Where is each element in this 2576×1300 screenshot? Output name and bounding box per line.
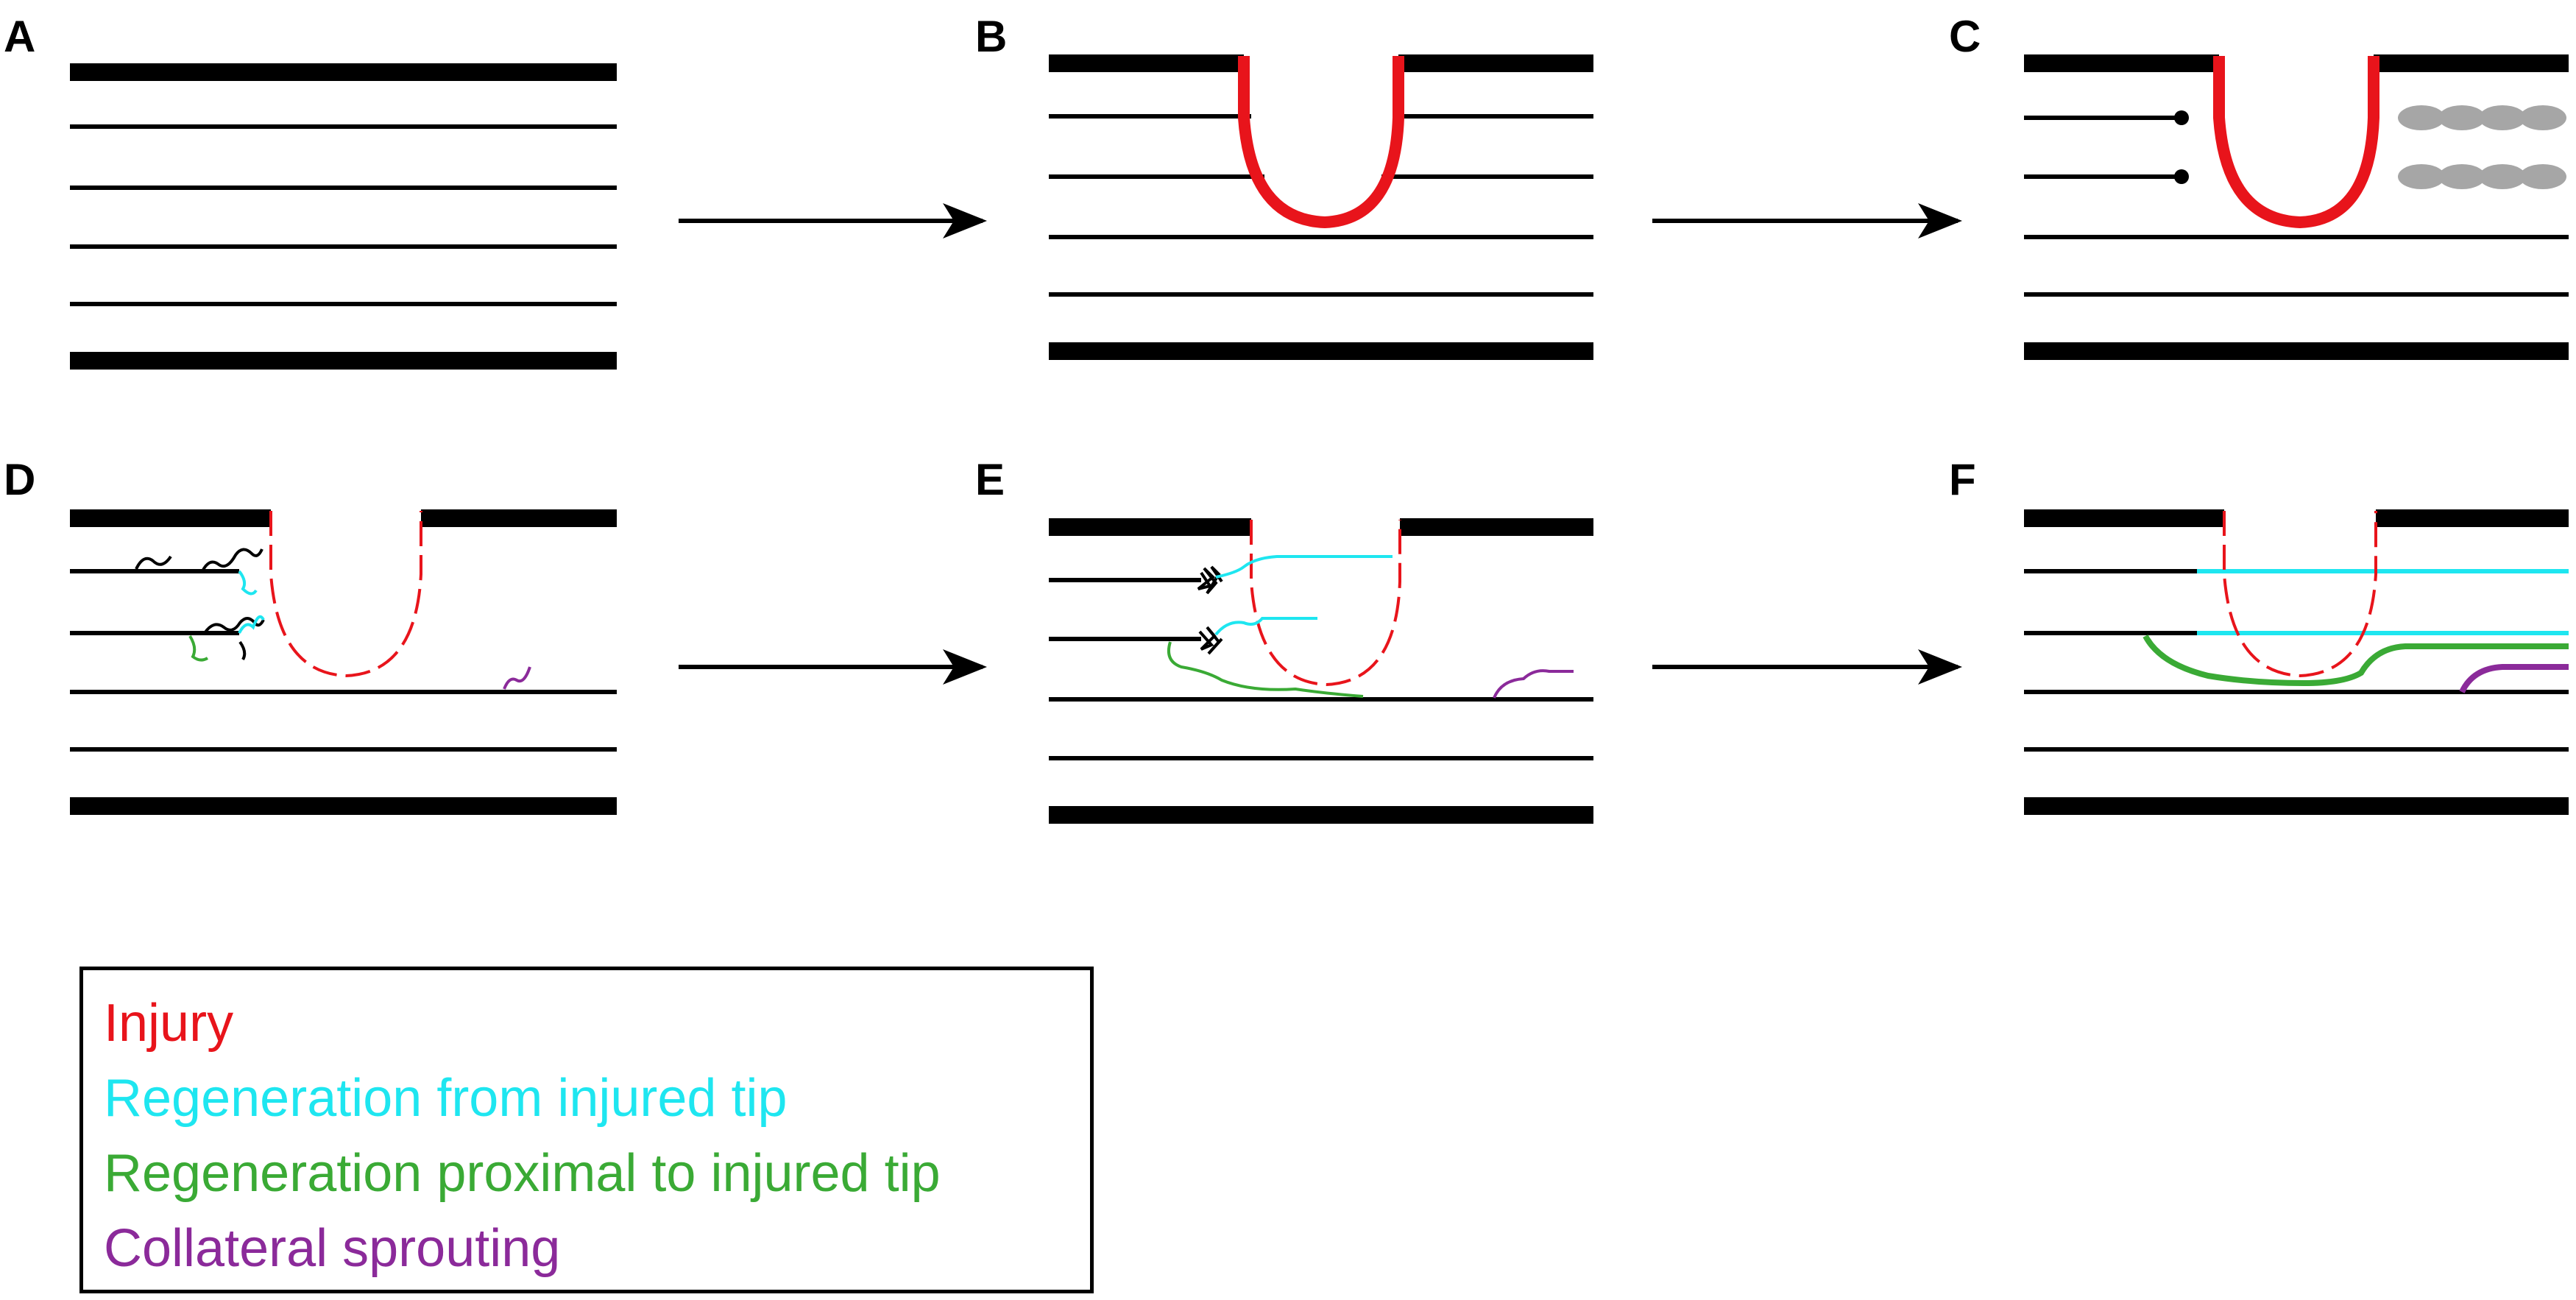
panel-e-label: E [975, 455, 1005, 504]
exploratory-sprout [238, 640, 247, 661]
exploratory-sprout [201, 548, 263, 572]
panel-f-label: F [1949, 455, 1976, 504]
exploratory-sprout [203, 617, 265, 635]
panel-b-label: B [975, 12, 1007, 61]
tip-regeneration-sprout [238, 615, 265, 634]
legend-item-injury: Injury [104, 994, 234, 1053]
legend-item-regeneration-proximal: Regeneration proximal to injured tip [104, 1144, 941, 1203]
collateral-sprout [503, 666, 531, 690]
retraction-bulb [2174, 169, 2189, 184]
growth-cone-tangle [1197, 565, 1223, 655]
legend: Injury Regeneration from injured tip Reg… [79, 967, 1094, 1293]
panel-e: E [975, 455, 1593, 824]
proximal-regeneration-sprout [188, 635, 209, 662]
proximal-regeneration-axon [1167, 641, 1364, 698]
panel-a-label: A [4, 12, 35, 61]
tip-regeneration-axon [1214, 617, 1317, 636]
panel-c: C [1949, 12, 2569, 360]
panel-a: A [4, 12, 617, 370]
injury-site [2213, 56, 2379, 229]
degenerating-axon-fragments [2398, 105, 2566, 189]
legend-item-collateral-sprouting: Collateral sprouting [104, 1219, 561, 1278]
injury-site-healing [1250, 520, 1401, 687]
collateral-sprout-matured [2459, 664, 2569, 693]
panel-d: D [4, 455, 617, 815]
panel-d-label: D [4, 455, 35, 504]
injury-site [1238, 56, 1404, 229]
tip-regeneration-axon [1215, 555, 1393, 579]
injury-site-healing [269, 511, 422, 678]
exploratory-sprout [135, 555, 172, 570]
panel-c-label: C [1949, 12, 1981, 61]
legend-item-regeneration-tip: Regeneration from injured tip [104, 1069, 788, 1128]
regenerated-axon-proximal [2142, 635, 2569, 687]
panel-b: B [975, 12, 1593, 360]
collateral-sprout [1493, 669, 1574, 699]
tip-regeneration-sprout [238, 570, 258, 596]
panel-f: F [1949, 455, 2569, 815]
injury-site-healing [2223, 511, 2377, 678]
retraction-bulb [2174, 110, 2189, 125]
